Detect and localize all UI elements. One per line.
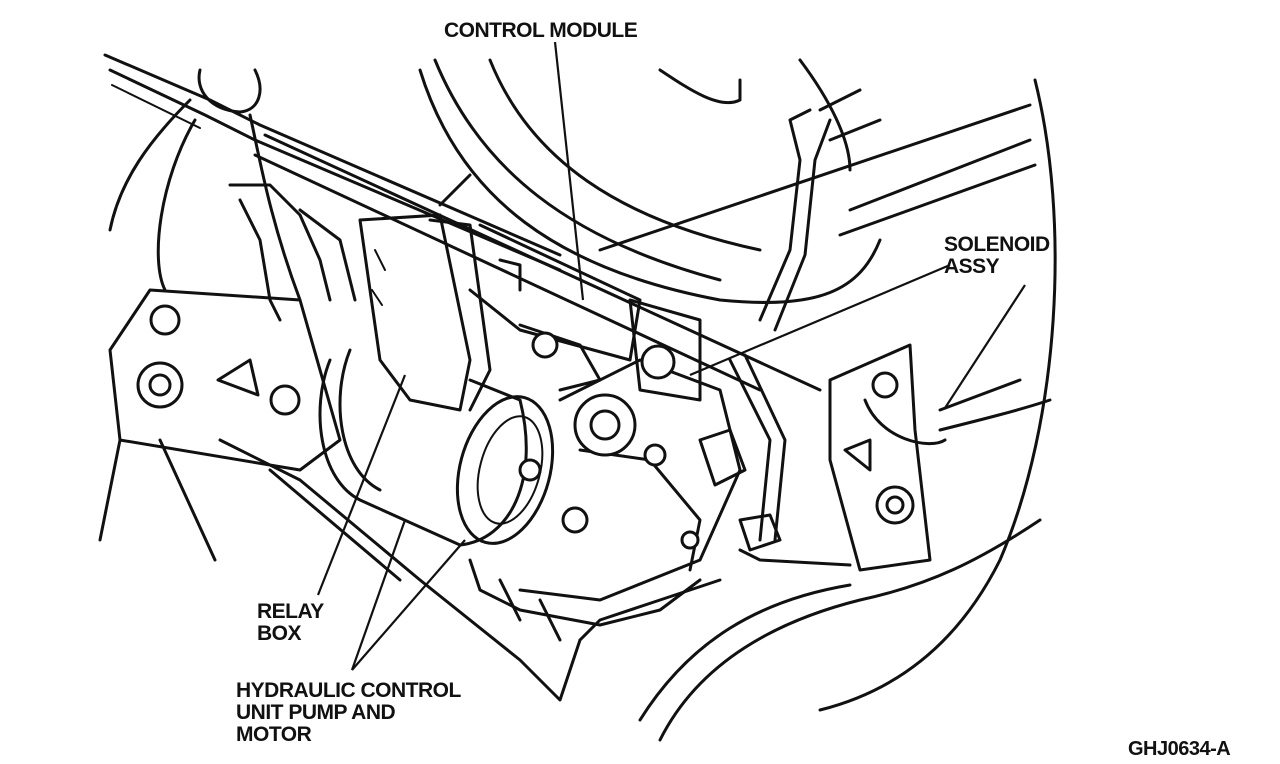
brake-lines (228, 88, 882, 542)
figure-code: GHJ0634-A (1128, 738, 1231, 760)
label-hcu-pump-motor: HYDRAULIC CONTROL UNIT PUMP AND MOTOR (236, 680, 461, 746)
pump-motor-shape (318, 348, 555, 547)
wheel-well (418, 58, 1057, 742)
label-hcu-line-3: MOTOR (236, 723, 312, 746)
leader-lines (316, 41, 1026, 671)
control-module-shape (468, 223, 642, 392)
lower-support (218, 438, 852, 702)
label-solenoid-line-1: SOLENOID (944, 233, 1050, 256)
label-hcu-line-1: HYDRAULIC CONTROL (236, 679, 461, 702)
label-solenoid-assy: SOLENOID ASSY (944, 234, 1050, 278)
left-bracket (98, 288, 342, 562)
label-relay-box: RELAY BOX (257, 601, 324, 645)
label-control-module-text: CONTROL MODULE (444, 19, 638, 42)
label-relay-line-2: BOX (257, 622, 302, 645)
relay-box-shape (358, 173, 492, 412)
right-bracket (738, 343, 1052, 572)
label-solenoid-line-2: ASSY (944, 255, 1000, 278)
hcu-block (468, 298, 747, 642)
leader-hcu-1 (350, 519, 407, 671)
label-relay-line-1: RELAY (257, 600, 324, 623)
figure-code-text: GHJ0634-A (1128, 738, 1231, 760)
leader-relay-box (316, 374, 407, 596)
frame-rails (103, 53, 1037, 392)
leader-solenoid-assy-2 (944, 284, 1026, 409)
label-hcu-line-2: UNIT PUMP AND (236, 701, 396, 724)
leader-hcu-2 (351, 539, 466, 671)
leader-solenoid-assy (689, 263, 951, 377)
leader-control-module (553, 41, 585, 301)
strut-tower (108, 68, 302, 302)
label-control-module: CONTROL MODULE (444, 19, 638, 42)
